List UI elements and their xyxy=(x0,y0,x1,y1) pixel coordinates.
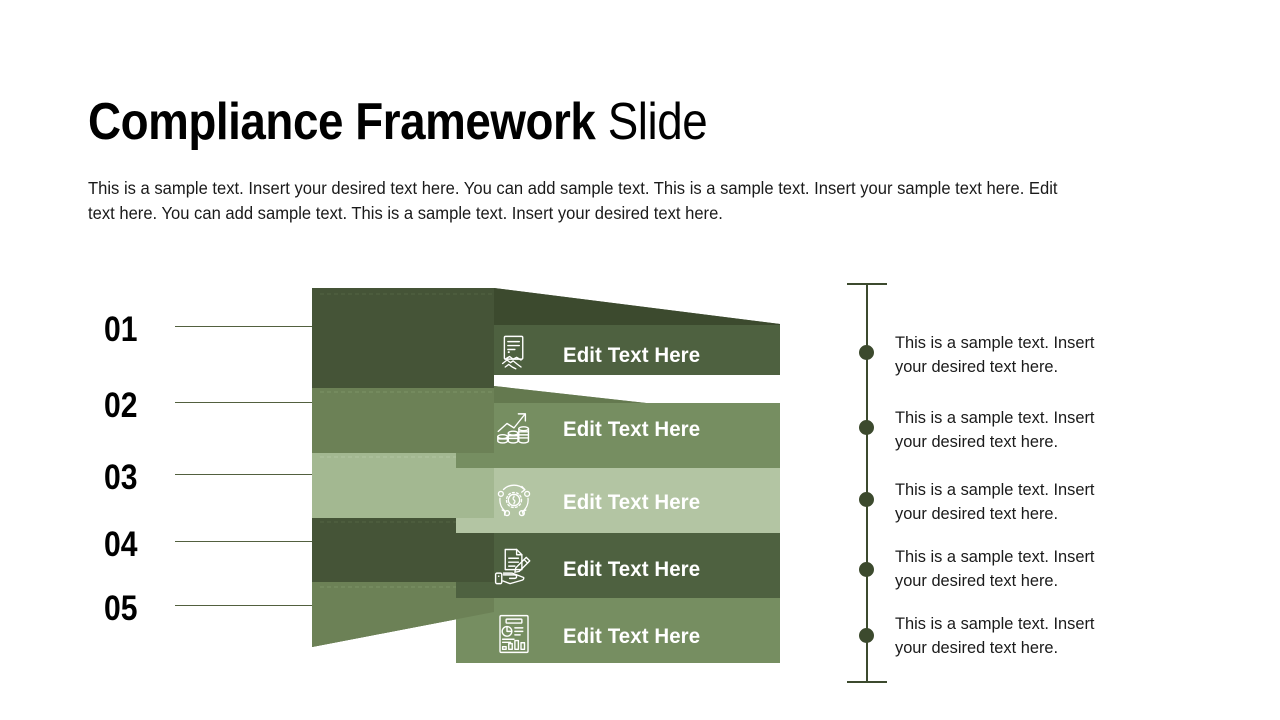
timeline-text-1: This is a sample text. Insert your desir… xyxy=(895,334,1095,376)
layer-label-02: Edit Text Here xyxy=(563,417,701,441)
stack-slab-02 xyxy=(312,386,780,468)
page-subtitle: This is a sample text. Insert your desir… xyxy=(88,178,1058,223)
timeline-cap-top xyxy=(847,283,887,285)
money-cycle-gear-icon xyxy=(493,479,535,521)
document-handshake-icon xyxy=(493,332,535,374)
timeline-dot-5 xyxy=(859,628,874,643)
layer-label-04: Edit Text Here xyxy=(563,557,701,581)
page-title-bold: Compliance Framework xyxy=(88,93,596,151)
growth-coins-chart-icon xyxy=(493,406,535,448)
timeline-dot-3 xyxy=(859,492,874,507)
stack-slab-05 xyxy=(312,581,780,663)
layer-number-03: 03 xyxy=(104,458,138,497)
page-title-light: Slide xyxy=(607,93,708,151)
timeline-axis xyxy=(866,283,868,681)
layer-number-01: 01 xyxy=(104,310,138,349)
timeline-text-2: This is a sample text. Insert your desir… xyxy=(895,409,1095,451)
connector-line-03 xyxy=(175,474,313,475)
layer-label-03: Edit Text Here xyxy=(563,490,701,514)
timeline-cap-bottom xyxy=(847,681,887,683)
hand-document-pen-icon xyxy=(493,546,535,588)
report-analytics-icon xyxy=(493,613,535,655)
layer-label-05: Edit Text Here xyxy=(563,624,701,648)
layer-label-01: Edit Text Here xyxy=(563,343,701,367)
stack-slab-01 xyxy=(312,288,780,388)
stack-slab-04 xyxy=(312,516,780,598)
connector-line-02 xyxy=(175,402,313,403)
layer-number-05: 05 xyxy=(104,589,138,628)
timeline-dot-1 xyxy=(859,345,874,360)
timeline-dot-2 xyxy=(859,420,874,435)
stack-slabs xyxy=(312,288,780,663)
timeline-text-3: This is a sample text. Insert your desir… xyxy=(895,481,1095,523)
layer-number-02: 02 xyxy=(104,386,138,425)
connector-line-05 xyxy=(175,605,313,606)
timeline-dot-4 xyxy=(859,562,874,577)
stack-slab-03 xyxy=(312,451,780,533)
layer-number-04: 04 xyxy=(104,525,138,564)
connector-line-04 xyxy=(175,541,313,542)
timeline-text-4: This is a sample text. Insert your desir… xyxy=(895,548,1095,590)
page-title: Compliance Framework Slide xyxy=(88,92,708,152)
timeline-text-5: This is a sample text. Insert your desir… xyxy=(895,615,1095,657)
connector-line-01 xyxy=(175,326,313,327)
